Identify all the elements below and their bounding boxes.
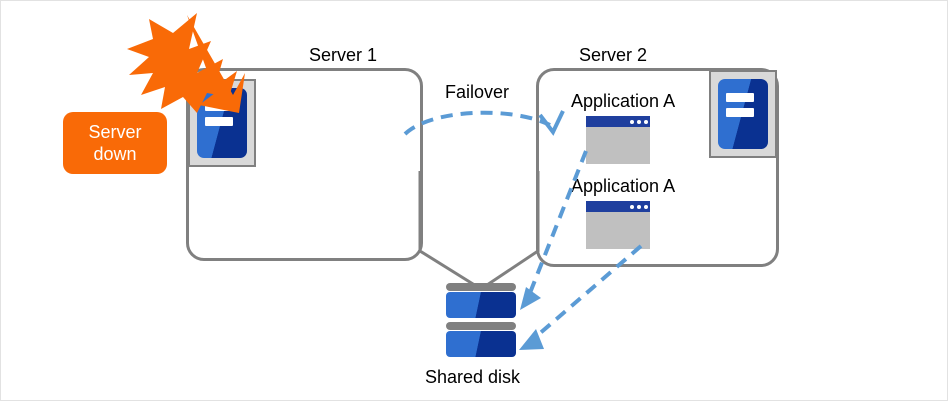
- app1-to-disk-arrowhead: [520, 287, 541, 310]
- server-icon: [709, 70, 777, 158]
- server1-label: Server 1: [309, 45, 378, 65]
- server-down-callout: Server down: [63, 112, 167, 174]
- disk-cap: [446, 283, 516, 291]
- app-window-titlebar: [586, 201, 650, 212]
- line-server2-to-disk: [480, 171, 540, 291]
- burst-shape: [127, 13, 237, 113]
- app-window-dot: [637, 119, 641, 124]
- failover-label: Failover: [445, 82, 510, 102]
- server-icon-bar: [726, 108, 754, 118]
- app-window-dot: [637, 204, 641, 209]
- app-window-dot: [644, 119, 648, 124]
- disk-platter: [446, 331, 516, 357]
- shared-disk-label: Shared disk: [425, 367, 521, 387]
- disk-cap: [446, 322, 516, 330]
- app2-to-disk-path: [529, 244, 643, 343]
- burst-bolt: [187, 15, 245, 113]
- failover-arrowhead: [538, 110, 565, 136]
- shared-disk-icon: [446, 283, 516, 357]
- app-window-dot: [630, 204, 634, 209]
- app1-to-disk-path: [526, 150, 588, 299]
- application-a-label-1: Application A: [571, 91, 676, 111]
- application-a-label-2: Application A: [571, 176, 676, 196]
- line-server1-to-disk: [418, 171, 482, 291]
- disk-unit: [446, 322, 516, 357]
- server2-label: Server 2: [579, 45, 648, 65]
- failover-arrow-path: [403, 110, 551, 136]
- app-window-dot: [644, 204, 648, 209]
- application-window-icon[interactable]: [586, 116, 650, 164]
- callout-line-1: Server: [88, 122, 142, 142]
- server-icon-body: [718, 79, 768, 149]
- callout-line-2: down: [93, 144, 137, 164]
- server-icon-bar: [726, 93, 754, 103]
- app-window-titlebar: [586, 116, 650, 127]
- disk-unit: [446, 283, 516, 318]
- app2-to-disk-arrowhead: [519, 329, 544, 350]
- disk-platter: [446, 292, 516, 318]
- server-icon-bar: [205, 117, 233, 127]
- app-window-dot: [630, 119, 634, 124]
- application-window-icon[interactable]: [586, 201, 650, 249]
